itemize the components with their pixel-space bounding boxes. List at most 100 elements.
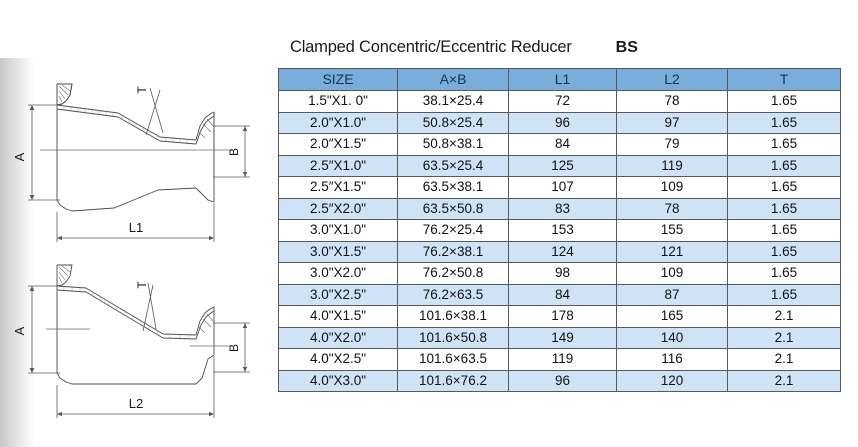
cell-l1: 83 [508,197,617,220]
cell-ab: 50.8×38.1 [397,133,509,156]
cell-l2: 109 [616,262,728,285]
cell-ab: 101.6×38.1 [397,305,509,328]
dim-label-b: B [227,344,241,352]
cell-l1: 96 [508,111,617,134]
cell-size: 2.5″X2.0" [278,197,398,220]
cell-t: 2.1 [727,305,841,328]
standard-badge: BS [615,39,638,56]
cell-t: 1.65 [727,240,841,263]
cell-size: 4.0"X3.0" [278,369,398,392]
cell-l1: 96 [508,369,617,392]
cell-t: 1.65 [727,111,841,134]
cell-size: 2.5″X1.0" [278,154,398,177]
cell-ab: 76.2×25.4 [397,219,509,242]
cell-l2: 155 [616,219,728,242]
eccentric-reducer-drawing: A B T L2 [12,264,250,418]
cell-l1: 124 [508,240,617,263]
cell-ab: 63.5×50.8 [397,197,509,220]
dim-label-b: B [227,148,241,156]
dim-label-t: T [135,281,149,289]
cell-t: 2.1 [727,369,841,392]
cell-t: 1.65 [727,90,841,113]
cell-size: 3.0"X1.0" [278,219,398,242]
cell-size: 4.0"X1.5" [278,305,398,328]
cell-ab: 63.5×25.4 [397,154,509,177]
cell-l1: 153 [508,219,617,242]
column-header-t: T [727,68,841,91]
specification-panel: Clamped Concentric/Eccentric Reducer BS … [278,0,858,447]
cell-l2: 109 [616,176,728,199]
cell-l1: 98 [508,262,617,285]
cell-l1: 119 [508,348,617,371]
cell-l2: 121 [616,240,728,263]
cell-l2: 140 [616,326,728,349]
cell-ab: 101.6×50.8 [397,326,509,349]
cell-l1: 125 [508,154,617,177]
cell-ab: 76.2×63.5 [397,283,509,306]
cell-t: 1.65 [727,283,841,306]
cell-l2: 116 [616,348,728,371]
dim-label-l1: L1 [129,220,143,235]
cell-size: 2.0″X1.5" [278,133,398,156]
cell-t: 1.65 [727,133,841,156]
page-title: Clamped Concentric/Eccentric Reducer [290,38,572,56]
cell-size: 1.5"X1. 0" [278,90,398,113]
cell-l2: 78 [616,90,728,113]
column-header-size: SIZE [278,68,398,91]
cell-l1: 107 [508,176,617,199]
cell-ab: 38.1×25.4 [397,90,509,113]
column-header-ab: A×B [397,68,509,91]
dim-label-l2: L2 [129,396,143,411]
column-header-l2: L2 [616,68,728,91]
cell-size: 4.0"X2.5" [278,348,398,371]
title-row: Clamped Concentric/Eccentric Reducer BS [290,38,850,62]
technical-drawings-panel: A B T L1 [0,60,278,447]
cell-l2: 97 [616,111,728,134]
cell-l2: 165 [616,305,728,328]
cell-ab: 63.5×38.1 [397,176,509,199]
cell-l2: 78 [616,197,728,220]
cell-l2: 79 [616,133,728,156]
cell-ab: 76.2×50.8 [397,262,509,285]
dim-label-a: A [12,152,27,161]
cell-size: 3.0"X1.5" [278,240,398,263]
cell-l1: 84 [508,133,617,156]
cell-ab: 76.2×38.1 [397,240,509,263]
cell-t: 1.65 [727,176,841,199]
cell-size: 4.0"X2.0" [278,326,398,349]
cell-t: 1.65 [727,197,841,220]
cell-t: 1.65 [727,154,841,177]
cell-l2: 87 [616,283,728,306]
cell-t: 2.1 [727,326,841,349]
cell-size: 2.0"X1.0" [278,111,398,134]
cell-size: 3.0"X2.5" [278,283,398,306]
cell-t: 1.65 [727,219,841,242]
cell-t: 1.65 [727,262,841,285]
dim-label-a: A [12,326,27,335]
cell-size: 3.0"X2.0" [278,262,398,285]
dim-label-t: T [135,86,149,94]
cell-l2: 119 [616,154,728,177]
cell-l1: 72 [508,90,617,113]
cell-l1: 84 [508,283,617,306]
cell-l1: 149 [508,326,617,349]
cell-ab: 50.8×25.4 [397,111,509,134]
column-header-l1: L1 [508,68,617,91]
